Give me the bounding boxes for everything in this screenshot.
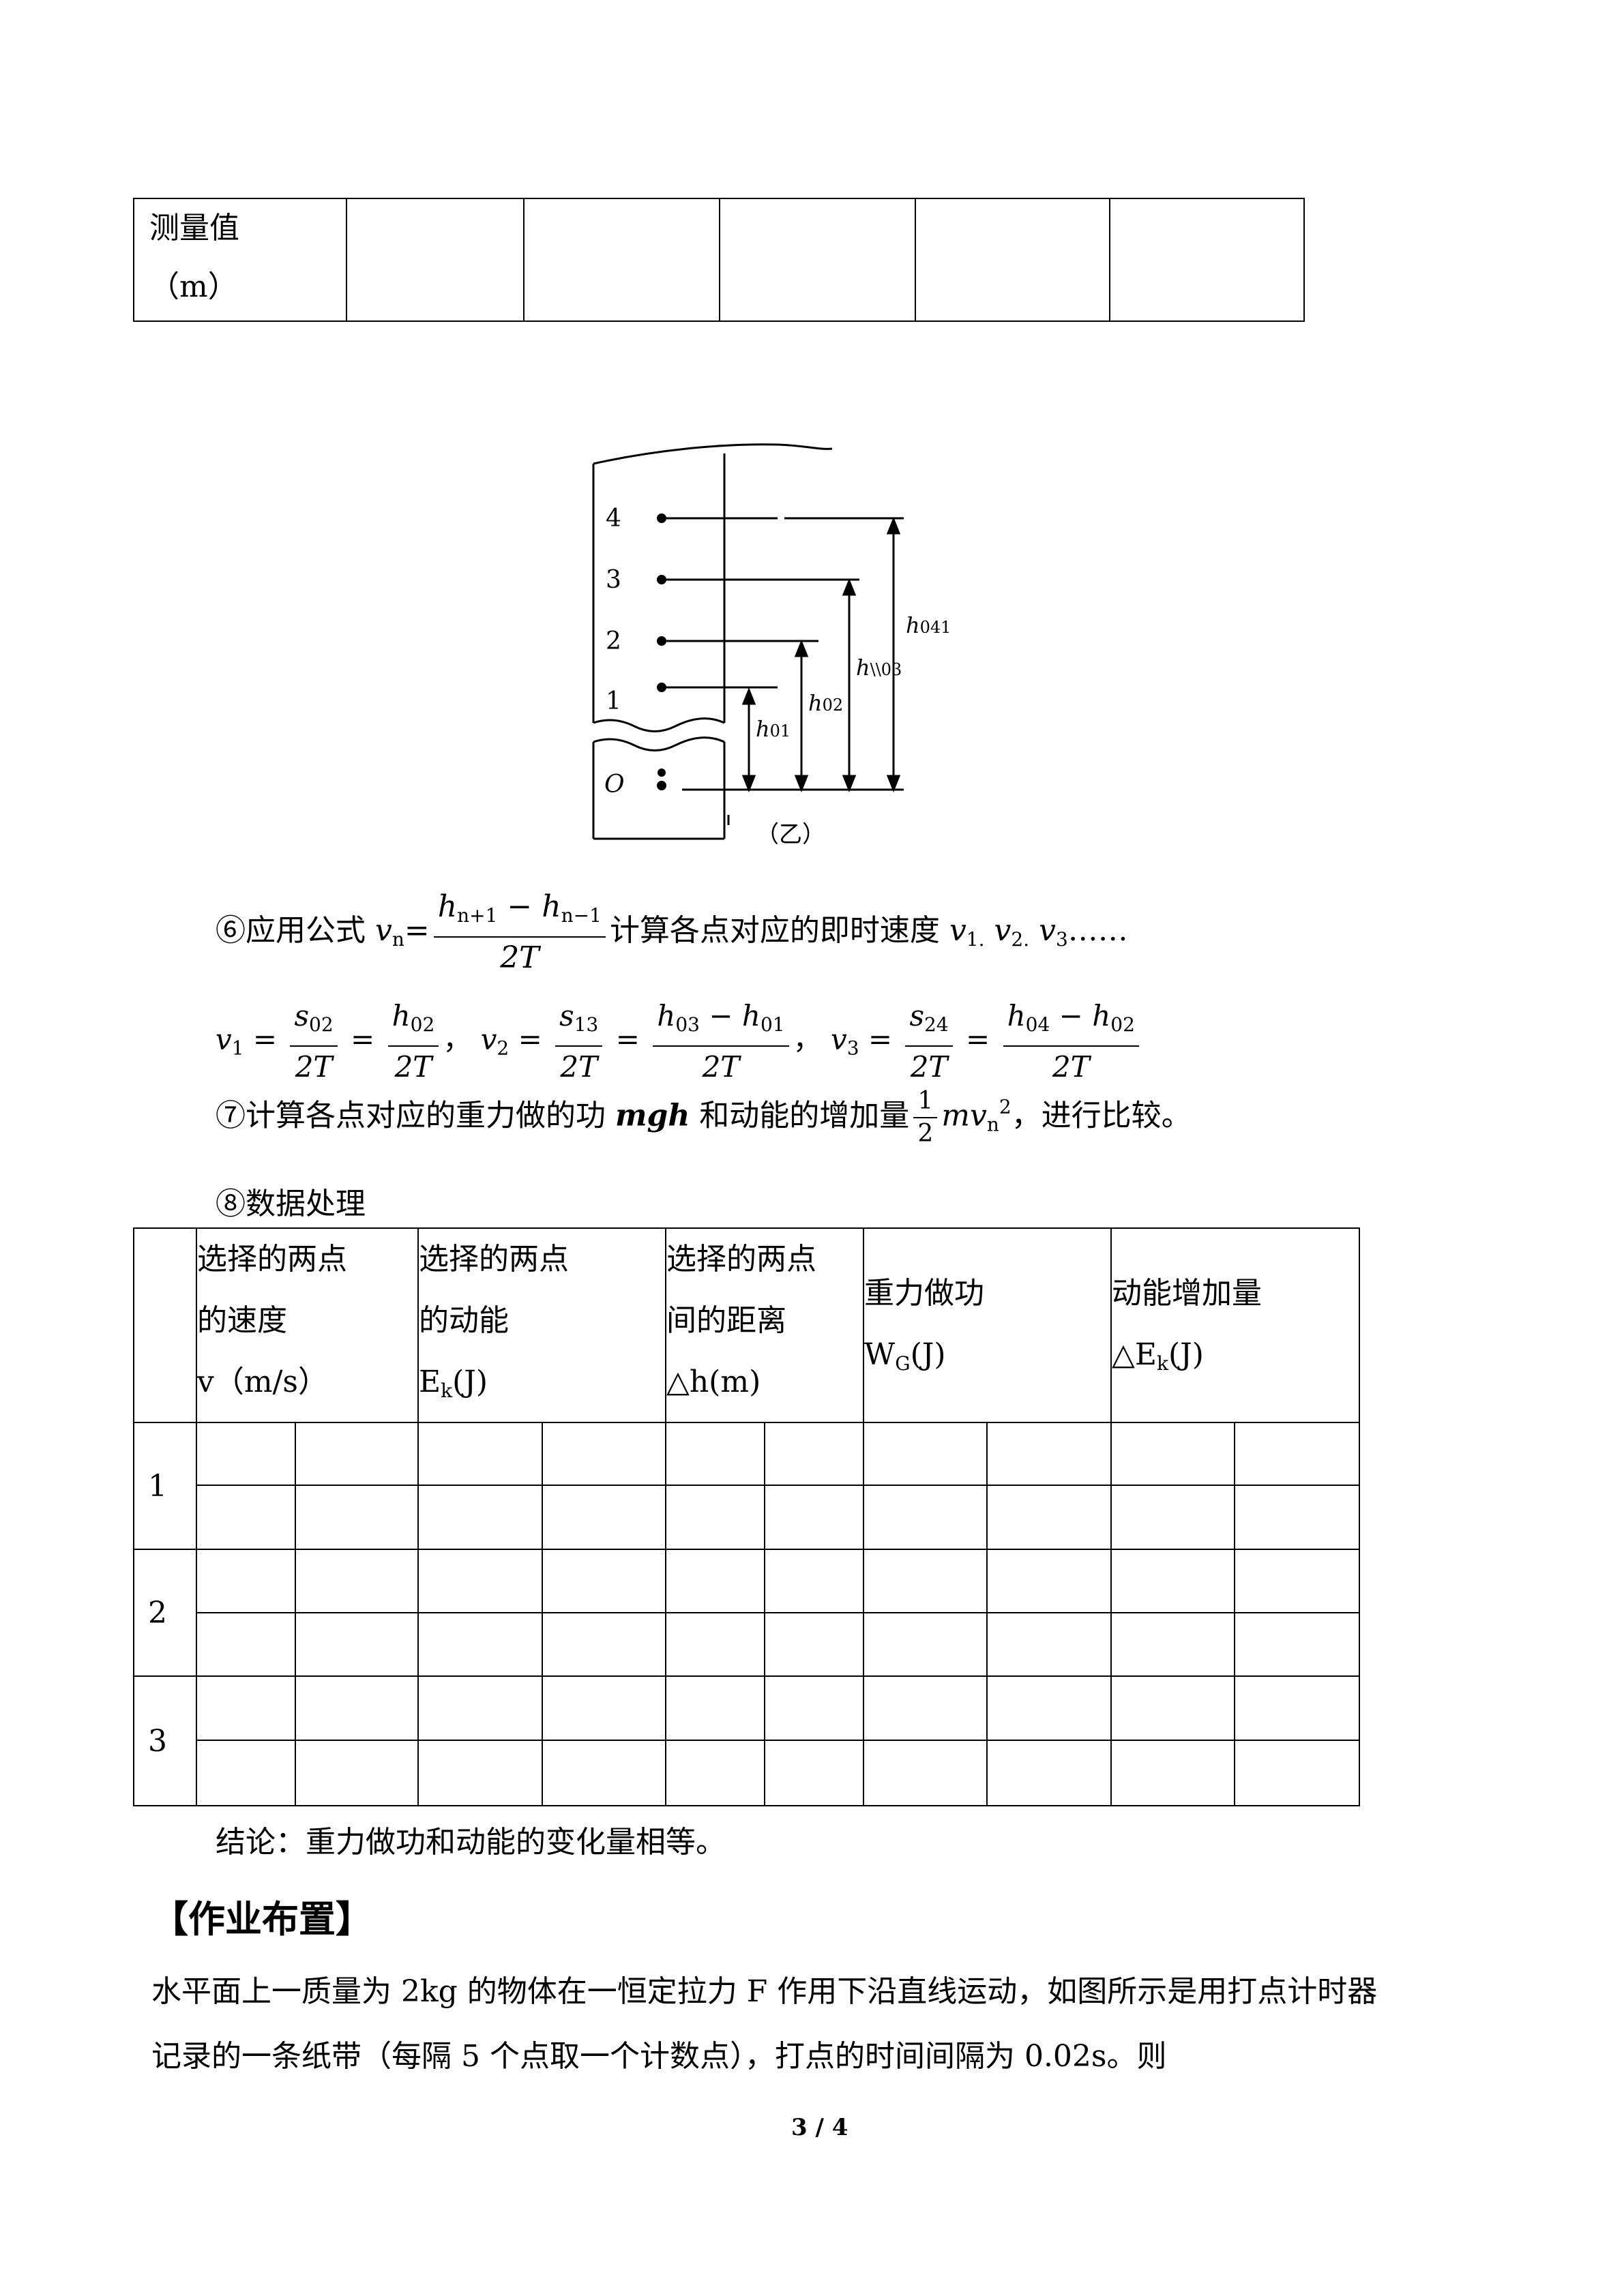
measurement-cell <box>915 198 1110 322</box>
point-label-o: O <box>604 771 625 799</box>
step8-label: ⑧数据处理 <box>216 1187 366 1221</box>
table-row <box>134 1485 1360 1550</box>
table-row: 3 <box>133 1675 1360 1806</box>
arrow-h01 <box>741 687 756 793</box>
measurement-cell <box>346 198 525 322</box>
point-2 <box>657 636 666 646</box>
homework-line2: 记录的一条纸带（每隔 5 个点取一个计数点），打点的时间间隔为 0.02s。则 <box>151 2039 1167 2074</box>
figure-caption: （乙） <box>756 821 825 848</box>
header-kinetic-energy: 选择的两点 的动能 Ek(J) <box>417 1227 666 1423</box>
data-table: 选择的两点 的速度 v（m/s） 选择的两点 的动能 Ek(J) 选择的两点 间… <box>133 1227 1360 1806</box>
point-label-4: 4 <box>606 505 621 533</box>
measurement-cell <box>719 198 916 322</box>
label-h03: h\\03 <box>856 655 902 681</box>
point-3 <box>657 575 666 584</box>
header-kinetic-increase: 动能增加量 △Ek(J) <box>1110 1227 1360 1423</box>
point-o-upper <box>658 769 666 777</box>
measurement-label-line2: （m） <box>149 269 238 304</box>
point-label-3: 3 <box>606 566 621 594</box>
measurement-cell <box>1109 198 1305 322</box>
row-label: 1 <box>133 1422 197 1550</box>
homework-line1: 水平面上一质量为 2kg 的物体在一恒定拉力 F 作用下沿直线运动，如图所示是用… <box>151 1974 1378 2009</box>
tape-break-lower <box>593 736 725 751</box>
homework-title: 【作业布置】 <box>151 1897 372 1941</box>
arrow-h04 <box>886 516 901 793</box>
tape-top-edge <box>593 443 833 465</box>
arrow-h02 <box>794 639 809 793</box>
label-h01: h01 <box>756 716 791 742</box>
measurement-table: 测量值 （m） <box>133 198 1305 322</box>
row-label: 2 <box>133 1549 197 1677</box>
table-row: 2 <box>133 1549 1360 1677</box>
row-label: 3 <box>133 1675 197 1806</box>
conclusion: 结论：重力做功和动能的变化量相等。 <box>216 1825 726 1860</box>
measurement-cell <box>523 198 720 322</box>
header-velocity: 选择的两点 的速度 v（m/s） <box>196 1227 419 1423</box>
paper-tape-figure <box>592 443 904 840</box>
tape-break-upper <box>593 717 725 732</box>
measurement-label-cell: 测量值 （m） <box>133 198 347 322</box>
point-4 <box>657 513 666 523</box>
table-row <box>134 1612 1360 1677</box>
table-row: 1 <box>133 1422 1360 1550</box>
label-h02: h02 <box>808 690 844 716</box>
point-o <box>657 781 666 790</box>
label-h04: h041 <box>906 612 951 638</box>
header-corner-cell <box>133 1227 197 1423</box>
header-distance: 选择的两点 间的距离 △h(m) <box>665 1227 864 1423</box>
measurement-label-line1: 测量值 <box>149 211 239 245</box>
table-row <box>134 1740 1360 1806</box>
header-gravity-work: 重力做功 WG(J) <box>863 1227 1112 1423</box>
point-label-1: 1 <box>606 687 621 715</box>
point-1 <box>657 683 666 692</box>
page-number: 3 / 4 <box>791 2114 848 2141</box>
arrow-h03 <box>842 578 857 793</box>
point-label-2: 2 <box>606 627 621 655</box>
